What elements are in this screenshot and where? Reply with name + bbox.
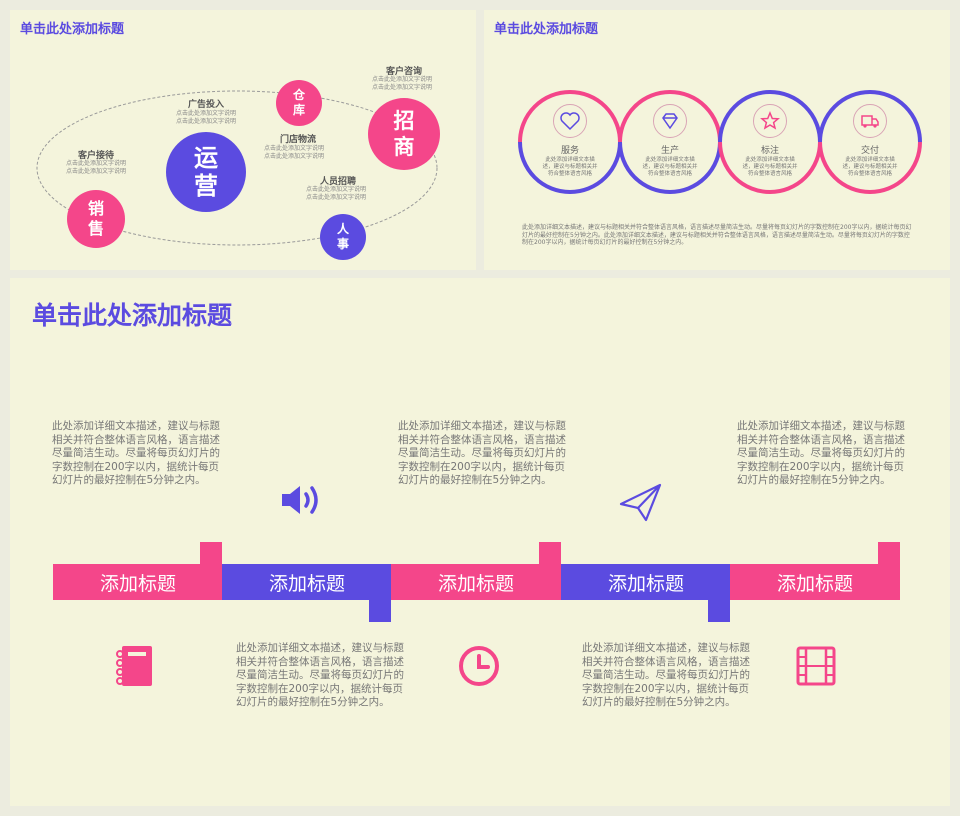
slide2-title[interactable]: 单击此处添加标题 [494,22,599,37]
clock-icon [459,646,499,686]
desc-kehu-zixun-2: 点击此处添加文字说明 [372,84,433,91]
slide-rings[interactable]: 单击此处添加标题 服务 生产 标注 交付 此处添加详细文本描述，建议与标题相关并… [484,10,950,270]
speaker-icon [282,486,318,514]
desc-kehu-jiedai-1: 点击此处添加文字说明 [66,160,127,167]
slide-timeline[interactable]: 单击此处添加标题 此处添加详细文本描述，建议与标题相关并符合整体语言风格，语言描… [10,278,950,806]
notch-4 [708,600,730,622]
desc-mendian-2: 点击此处添加文字说明 [264,153,325,160]
circle-zhaoshang[interactable]: 招商 [368,98,440,170]
label-kehu-zixun: 客户咨询 [386,67,423,77]
desc-kehu-zixun-1: 点击此处添加文字说明 [372,76,433,83]
notch-2 [369,600,391,622]
rings-graphic [518,90,922,194]
ring4-icon-circle [853,104,887,138]
circle-renshi[interactable]: 人事 [320,214,366,260]
label-mendian: 门店物流 [280,135,317,145]
desc-mendian-1: 点击此处添加文字说明 [264,145,325,152]
ring2-name: 生产 [660,146,679,156]
slide2-paragraph: 此处添加详细文本描述，建议与标题相关并符合整体语言风格，语言描述尽量简洁生动。尽… [522,224,912,246]
desc-guanggao-1: 点击此处添加文字说明 [176,110,237,117]
label-kehu-jiedai: 客户接待 [78,151,115,161]
notebook-icon [116,646,152,686]
para-top-1: 此处添加详细文本描述，建议与标题相关并符合整体语言风格，语言描述尽量简洁生动。尽… [52,420,220,486]
segment-3[interactable]: 添加标题 [391,564,561,600]
ring3-desc: 此处添加详细文本描述，建议与标题相关并符合整体语言风格 [742,157,798,177]
heart-icon [560,112,580,131]
desc-renyuan-1: 点击此处添加文字说明 [306,186,367,193]
ring3-name: 标注 [760,146,779,156]
ring1-icon-circle [553,104,587,138]
ring4-desc: 此处添加详细文本描述，建议与标题相关并符合整体语言风格 [842,157,898,177]
segment-2[interactable]: 添加标题 [222,564,392,600]
circle-cangku[interactable]: 仓库 [276,80,322,126]
dashed-ellipse [36,90,438,246]
paper-plane-icon [619,483,662,522]
para-top-5: 此处添加详细文本描述，建议与标题相关并符合整体语言风格，语言描述尽量简洁生动。尽… [737,420,905,486]
para-bottom-4: 此处添加详细文本描述，建议与标题相关并符合整体语言风格，语言描述尽量简洁生动。尽… [582,642,750,708]
segment-1[interactable]: 添加标题 [53,564,223,600]
desc-guanggao-2: 点击此处添加文字说明 [176,118,237,125]
ring3-icon-circle [753,104,787,138]
segment-5[interactable]: 添加标题 [730,564,900,600]
star-icon [760,111,780,130]
para-bottom-2: 此处添加详细文本描述，建议与标题相关并符合整体语言风格，语言描述尽量简洁生动。尽… [236,642,404,708]
slide1-title[interactable]: 单击此处添加标题 [20,22,125,37]
para-top-3: 此处添加详细文本描述，建议与标题相关并符合整体语言风格，语言描述尽量简洁生动。尽… [398,420,566,486]
ring4-name: 交付 [860,146,879,156]
ring2-icon-circle [653,104,687,138]
truck-icon [861,115,879,128]
film-icon [796,646,836,686]
circle-xiaoshou[interactable]: 销售 [67,190,125,248]
label-guanggao: 广告投入 [188,100,225,110]
desc-renyuan-2: 点击此处添加文字说明 [306,194,367,201]
ring1-name: 服务 [560,146,579,156]
notch-1 [200,542,222,564]
notch-5 [878,542,900,564]
slide-operations[interactable]: 单击此处添加标题 运营 仓库 招商 销售 人事 广告投入 点击此处添加文字说明 … [10,10,476,270]
segment-4[interactable]: 添加标题 [561,564,731,600]
ring1-desc: 此处添加详细文本描述，建议与标题相关并符合整体语言风格 [542,157,598,177]
label-renyuan: 人员招聘 [320,177,357,187]
big-circle-yunying[interactable]: 运营 [166,132,246,212]
desc-kehu-jiedai-2: 点击此处添加文字说明 [66,168,127,175]
ring2-desc: 此处添加详细文本描述，建议与标题相关并符合整体语言风格 [642,157,698,177]
slide3-title[interactable]: 单击此处添加标题 [32,301,233,330]
notch-3 [539,542,561,564]
diamond-icon [662,113,678,130]
